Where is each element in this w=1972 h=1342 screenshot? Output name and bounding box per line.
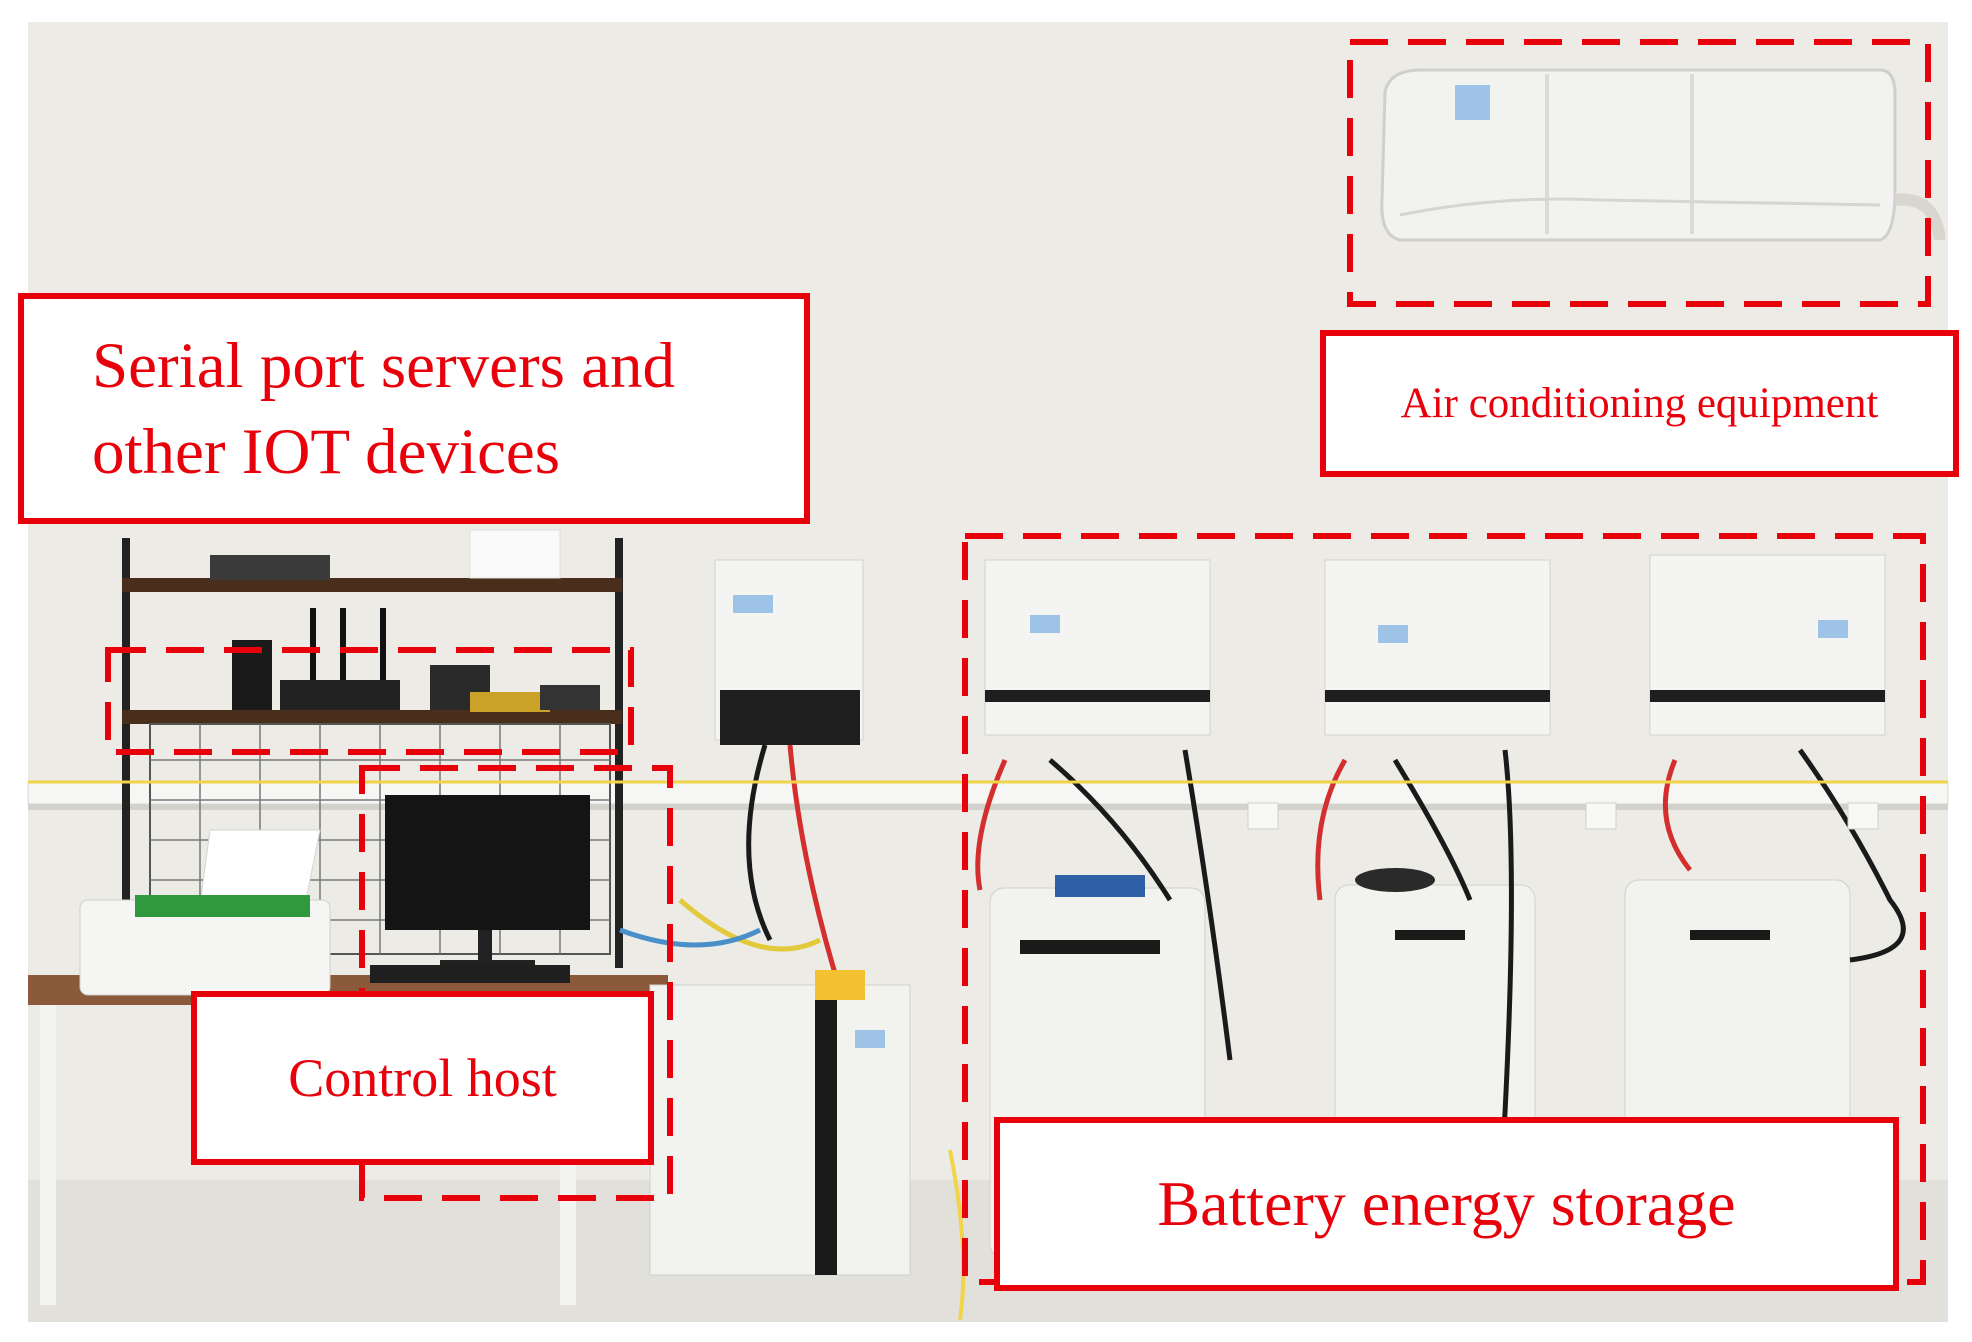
label-serial-port-servers: Serial port servers and other IOT device… [18,293,810,524]
wall-outlet [1585,802,1617,830]
wall-outlet [1847,802,1879,830]
inverter-left [714,559,864,745]
label-battery-storage: Battery energy storage [994,1117,1899,1291]
label-battery-storage-text: Battery energy storage [1157,1168,1736,1239]
inverter-3 [1649,554,1886,736]
air-conditioner [1380,68,1946,242]
dashed-region-air-conditioning [1347,39,1931,307]
label-air-conditioning: Air conditioning equipment [1320,330,1959,477]
inverter-1 [984,559,1211,736]
label-control-host: Control host [191,991,654,1165]
label-serial-line-1: Serial port servers and [92,329,676,402]
label-serial-line-2: other IOT devices [92,415,561,488]
cables [28,744,1948,1321]
label-control-host-text: Control host [288,1048,557,1108]
inverter-2 [1324,559,1551,736]
label-air-conditioning-text: Air conditioning equipment [1400,380,1879,427]
dashed-region-control-host [359,765,673,1201]
wall-outlet [1247,802,1279,830]
monitor [370,795,590,983]
power-socket [815,970,865,1000]
battery-left [649,984,911,1276]
dashed-region-iot-devices [105,647,634,755]
printer [79,829,331,996]
